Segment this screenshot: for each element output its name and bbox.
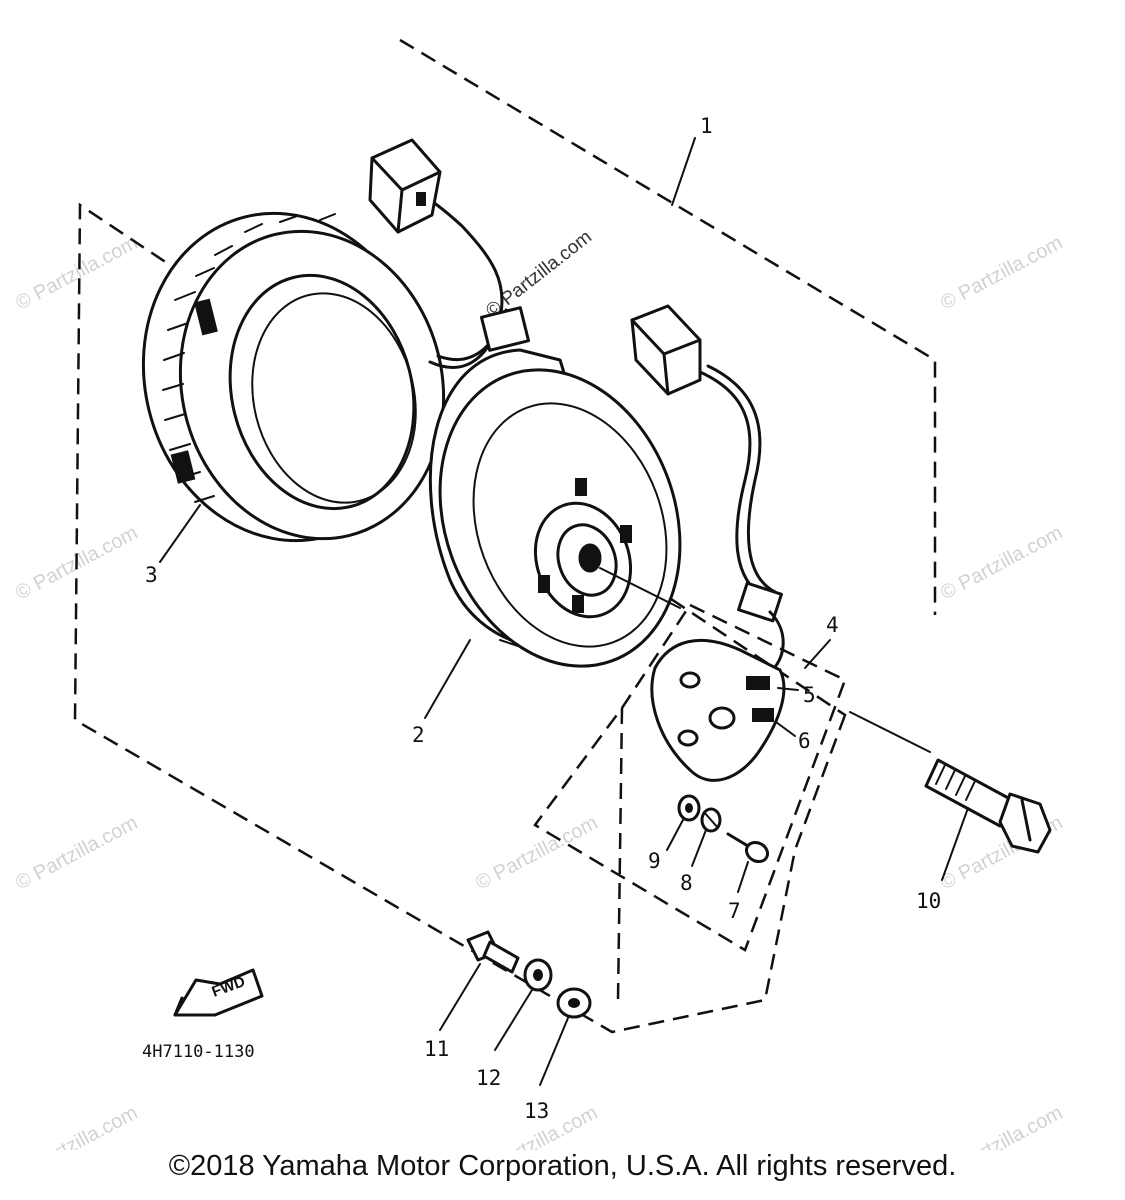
stator-connector	[368, 138, 442, 234]
stator-wire	[418, 192, 504, 369]
exploded-parts-diagram: © Partzilla.com © Partzilla.com © Partzi…	[12, 38, 1066, 1150]
callout-12: 12	[476, 1066, 501, 1090]
stator-coil-assembly	[141, 138, 531, 543]
pickup-connector	[630, 304, 702, 396]
lock-washer-8	[691, 807, 722, 867]
screw-7	[726, 832, 770, 893]
pickup-wire	[698, 370, 767, 600]
copyright-footer: ©2018 Yamaha Motor Corporation, U.S.A. A…	[168, 1150, 957, 1182]
leader-1	[671, 137, 696, 206]
leader-2	[424, 639, 471, 719]
subassembly-outline-4	[533, 603, 847, 952]
bolt-11	[439, 930, 520, 1031]
washer-13	[539, 987, 592, 1086]
washer-9	[666, 794, 701, 851]
watermark: © Partzilla.com	[12, 812, 141, 895]
fwd-arrow-icon: FWD	[173, 968, 264, 1017]
callout-13: 13	[524, 1099, 549, 1123]
washer-12	[494, 958, 553, 1051]
watermark: © Partzilla.com	[937, 522, 1066, 605]
callout-4: 4	[826, 613, 839, 637]
callout-1: 1	[700, 114, 713, 138]
callout-9: 9	[648, 849, 661, 873]
centerline-rotor	[599, 567, 681, 609]
watermark: © Partzilla.com	[12, 1102, 141, 1150]
bolt-10	[924, 758, 1052, 881]
leader-3	[159, 504, 201, 563]
callout-5: 5	[803, 683, 816, 707]
leader-5	[777, 687, 799, 691]
subassembly-outline-bottom	[616, 707, 624, 1001]
assembly-outline-1	[73, 38, 937, 1034]
watermark: © Partzilla.com	[937, 232, 1066, 315]
watermark: © Partzilla.com	[937, 1102, 1066, 1150]
rotor-flywheel	[428, 348, 682, 668]
callout-7: 7	[728, 899, 741, 923]
callout-2: 2	[412, 723, 425, 747]
callout-labels: 1 2 3 4 5 6 7 8 9 10 11 12 13	[145, 114, 941, 1123]
leader-4	[804, 639, 831, 669]
leader-6	[775, 721, 796, 737]
callout-11: 11	[424, 1037, 449, 1061]
watermark: © Partzilla.com	[12, 232, 141, 315]
watermark: © Partzilla.com	[482, 227, 596, 322]
drawing-code: 4H7110-1130	[142, 1042, 255, 1062]
centerline-bolt	[849, 711, 931, 753]
callout-10: 10	[916, 889, 941, 913]
callout-8: 8	[680, 871, 693, 895]
pickup-coil-assembly	[630, 304, 799, 782]
callout-3: 3	[145, 563, 158, 587]
callout-6: 6	[798, 729, 811, 753]
